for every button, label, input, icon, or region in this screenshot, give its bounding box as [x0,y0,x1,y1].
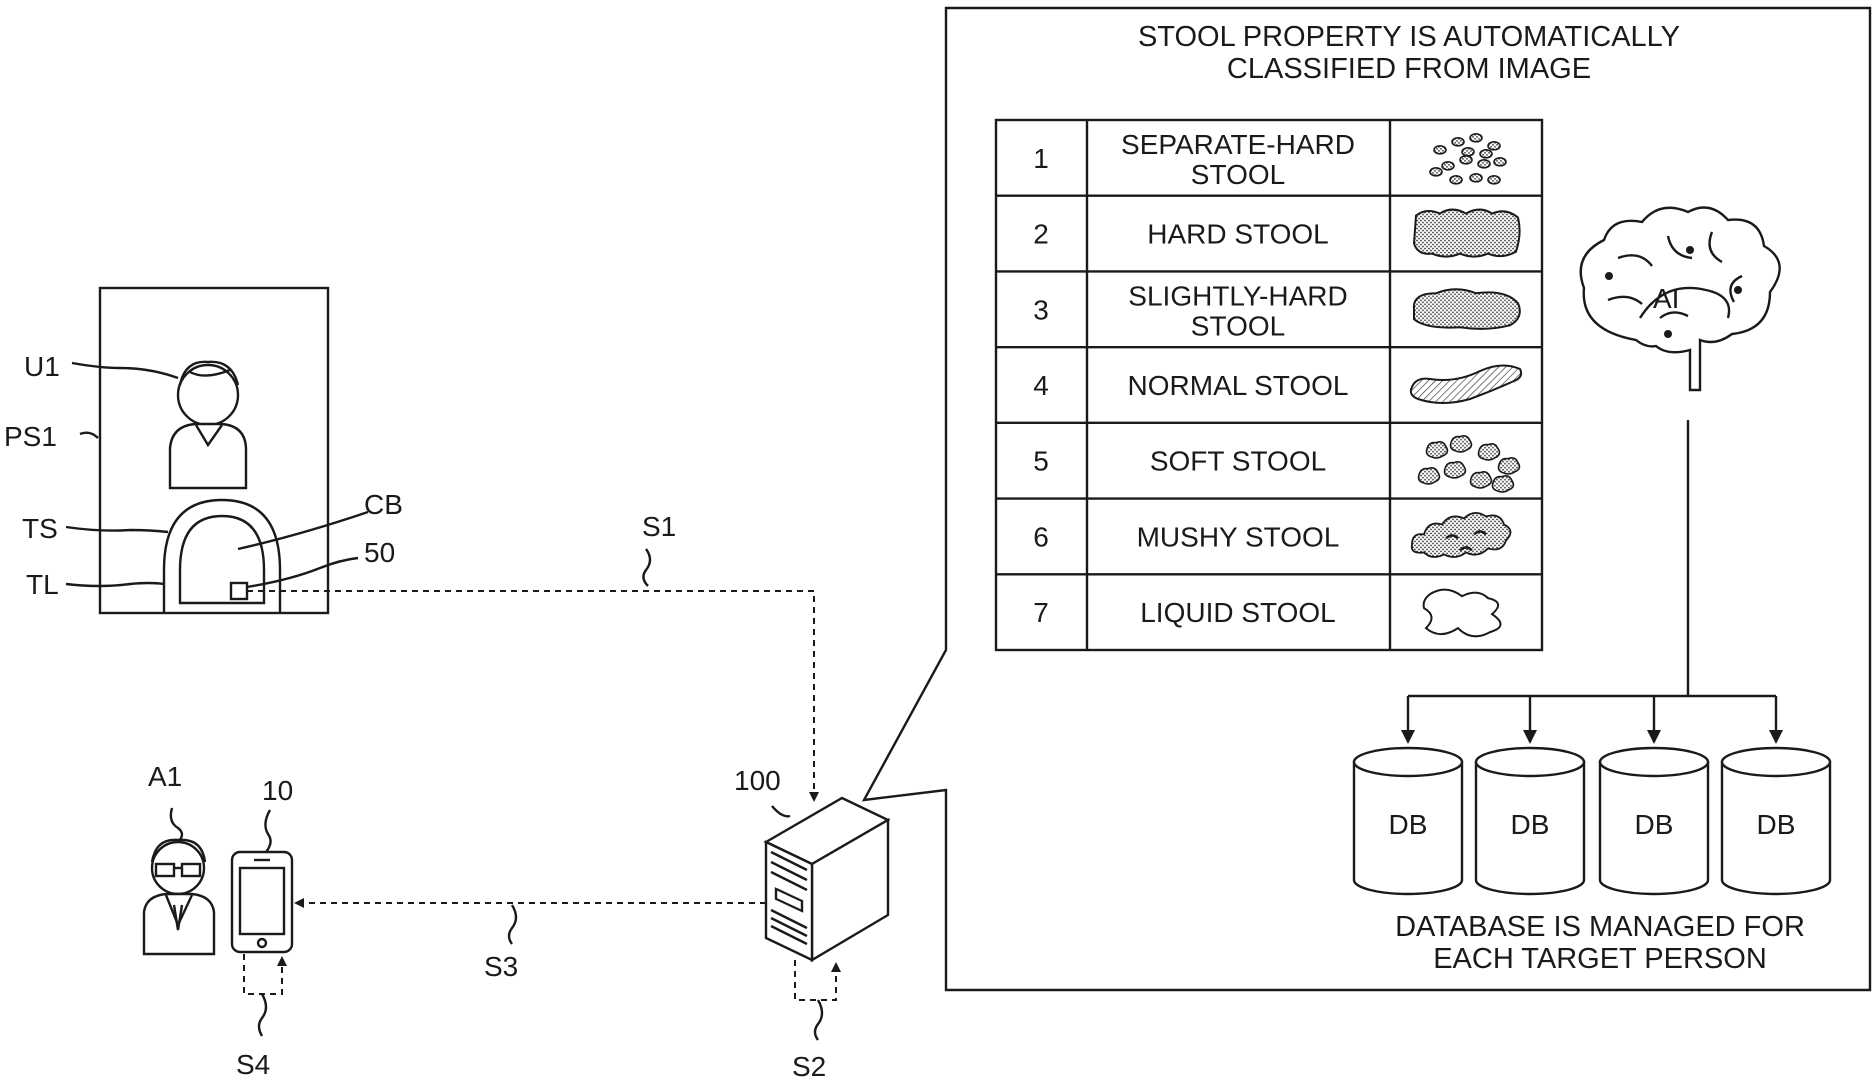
cb-leader [237,510,369,551]
row-number: 5 [1033,446,1049,477]
row-number: 4 [1033,370,1049,401]
label-ai: AI [1653,283,1679,314]
server-icon [763,796,891,963]
row-label-line2: STOOL [1191,310,1285,341]
table-row: 2 HARD STOOL [996,194,1542,258]
server-leader [771,805,791,818]
liquid-stool-icon [1422,588,1502,638]
table-row: 6 MUSHY STOOL [996,497,1542,558]
label-a1: A1 [148,761,182,792]
a1-leader [169,807,184,843]
row-number: 7 [1033,597,1049,628]
s3-leader [507,904,518,945]
database-label: DB [1757,809,1796,840]
signal-s1-arrow [247,590,819,802]
database-label: DB [1389,809,1428,840]
row-number: 6 [1033,521,1049,552]
label-ts: TS [22,513,58,544]
row-label: SOFT STOOL [1150,446,1326,477]
row-number: 2 [1033,219,1049,250]
row-label: LIQUID STOOL [1140,597,1336,628]
classification-panel: STOOL PROPERTY IS AUTOMATICALLY CLASSIFI… [861,6,1872,992]
label-cb: CB [364,489,403,520]
label-s4: S4 [236,1049,270,1080]
database-label: DB [1511,809,1550,840]
hard-stool-icon [1412,208,1521,258]
label-s2: S2 [792,1051,826,1082]
row-label: HARD STOOL [1147,219,1329,250]
row-label-line2: STOOL [1191,159,1285,190]
row-label: NORMAL STOOL [1128,370,1349,401]
database-cylinder-icon: DB [1474,746,1586,896]
panel-title-line1: STOOL PROPERTY IS AUTOMATICALLY [1138,21,1680,53]
panel-footer-line2: EACH TARGET PERSON [1433,943,1767,975]
row-number: 3 [1033,294,1049,325]
terminal-leader [264,809,272,853]
signal-s2-arrow [794,960,841,1001]
mushy-stool-icon [1410,512,1512,558]
database-group: DB DB DB DB [1352,746,1832,896]
ps1-leader [79,431,99,439]
row-label: MUSHY STOOL [1137,521,1340,552]
ts-leader [65,525,169,534]
soft-stool-icon [1417,435,1521,493]
s2-leader [813,999,824,1041]
u1-leader [71,361,179,380]
database-label: DB [1635,809,1674,840]
row-number: 1 [1033,143,1049,174]
table-row: 7 LIQUID STOOL [996,573,1542,638]
database-cylinder-icon: DB [1352,746,1464,896]
row-label-line1: SEPARATE-HARD [1121,129,1355,160]
database-cylinder-icon: DB [1720,746,1832,896]
toilet-icon [162,498,282,612]
signal-s4-arrow [243,954,287,995]
panel-footer-line1: DATABASE IS MANAGED FOR [1395,911,1805,943]
panel-title-line2: CLASSIFIED FROM IMAGE [1227,53,1591,85]
label-u1: U1 [24,351,60,382]
label-tl: TL [26,569,59,600]
normal-stool-icon [1409,364,1523,404]
table-row: 4 NORMAL STOOL [996,345,1542,404]
terminal-icon [230,850,294,954]
label-ps1: PS1 [4,421,57,452]
sensor-leader [246,556,359,589]
toilet-room: U1 PS1 TS TL CB 50 [4,286,403,615]
label-terminal: 10 [262,775,293,806]
slightly-hard-stool-icon [1412,288,1521,330]
database-cylinder-icon: DB [1598,746,1710,896]
administrator-icon [142,838,216,956]
toilet-bowl [178,514,266,605]
table-row: 5 SOFT STOOL [996,421,1542,493]
s1-leader [642,548,652,587]
label-server: 100 [734,765,781,796]
toilet-room-frame [98,286,330,615]
user-icon [168,360,248,490]
s4-leader [257,993,268,1037]
separate-hard-stool-icon [1429,133,1507,185]
label-sensor: 50 [364,537,395,568]
label-s1: S1 [642,511,676,542]
label-s3: S3 [484,951,518,982]
row-label-line1: SLIGHTLY-HARD [1128,280,1347,311]
ai-brain-icon: AI [1579,206,1781,392]
tl-leader [65,581,165,588]
database-fanout-arrows [1401,420,1783,744]
sensor-unit [229,581,249,601]
